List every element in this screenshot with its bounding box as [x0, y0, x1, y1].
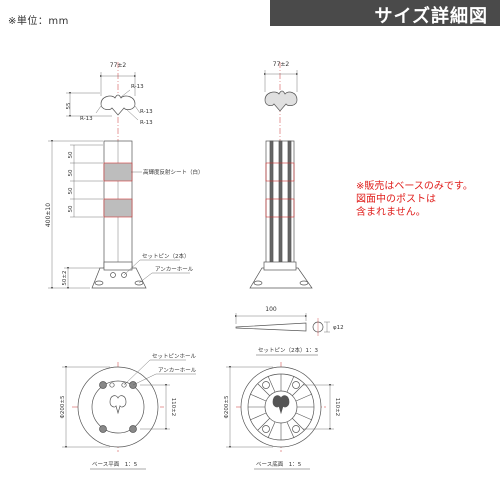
band-dim-4: 50 [68, 205, 74, 212]
front-top-width: 77±2 [110, 62, 127, 69]
set-pin-1 [110, 272, 116, 278]
reflective-band-2 [103, 198, 133, 218]
pin-callout: セットピン（2本） [142, 252, 190, 260]
top-height-label: 55 [66, 102, 72, 109]
base-bottom-ribs [248, 374, 314, 440]
base-bottom-caption: ベース底面 1：5 [256, 460, 302, 468]
radius-label-2: R-13 [80, 116, 93, 122]
pin-caption: セットピン（2本）1：3 [258, 346, 318, 354]
side-view [249, 62, 313, 290]
reflective-band-1 [103, 162, 133, 182]
side-top-width: 77±2 [273, 61, 290, 68]
base-bottom-view [226, 362, 334, 452]
base-plan-caption: ベース平面 1：5 [92, 461, 138, 468]
unit-label: ※単位：mm [8, 16, 69, 27]
page-title: サイズ詳細図 [374, 6, 488, 27]
sheet-callout: 高輝度反射シート（白） [143, 168, 204, 176]
base-plan-view [62, 359, 196, 452]
post-cross-section [100, 94, 136, 116]
side-base [249, 267, 313, 289]
pin-hole-label: セットピンホール [152, 353, 197, 360]
hole-callout: アンカーホール [155, 266, 194, 273]
title-banner [270, 0, 500, 26]
side-cross-section [264, 90, 298, 112]
base-front [91, 267, 147, 289]
set-pin-shape [235, 322, 307, 332]
base-height-label: 50±2 [62, 270, 68, 285]
band-dim-2: 50 [68, 169, 74, 176]
sales-note: ※販売はベースのみです。 図面中のポストは 含まれません。 [356, 181, 473, 218]
base-plan-diameter: Φ200±5 [60, 395, 66, 418]
radius-label-3: R-13 [140, 109, 153, 115]
anchor-hole-right [134, 280, 144, 286]
total-height-label: 400±10 [45, 203, 52, 227]
base-bottom-diameter: Φ200±5 [224, 395, 230, 418]
front-view [48, 62, 190, 290]
set-pin-2 [121, 272, 127, 278]
set-pin-view [234, 313, 330, 336]
pin-diameter: φ12 [333, 325, 344, 331]
radius-label-4: R-13 [140, 120, 153, 126]
radius-label-1: R-13 [131, 84, 144, 90]
pin-hole-1 [109, 382, 115, 388]
pin-length: 100 [265, 306, 277, 313]
band-dim-1: 50 [68, 151, 74, 158]
band-dim-3: 50 [68, 187, 74, 194]
base-plan-inner [91, 380, 145, 434]
base-bottom-inner-size: 110±2 [334, 398, 340, 417]
anchor-hole-label: アンカーホール [158, 367, 197, 374]
anchor-hole-left [94, 280, 104, 286]
base-plan-inner-size: 110±2 [170, 398, 176, 417]
pin-hole-2 [121, 382, 127, 388]
